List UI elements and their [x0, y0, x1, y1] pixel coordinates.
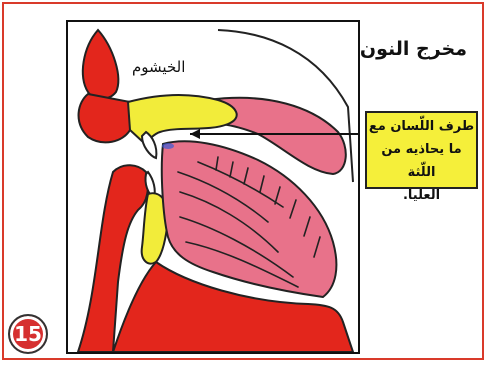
upper-lip: [79, 94, 130, 142]
diagram-panel: [66, 20, 360, 354]
callout-line: العليا.: [367, 184, 476, 207]
callout-line: طرف اللّسان مع: [367, 115, 476, 138]
callout-box: طرف اللّسان مع ما يحاذيه من اللّثة العلي…: [365, 111, 478, 189]
tongue-tip-contact: [162, 143, 174, 149]
mouth-cross-section: [68, 22, 358, 352]
page-number-badge: 15: [8, 314, 48, 354]
callout-line: ما يحاذيه من اللّثة: [367, 138, 476, 184]
page-title: مخرج النون: [360, 38, 467, 60]
nose-shape: [83, 30, 118, 99]
nasal-cavity-label: الخيشوم: [132, 58, 185, 76]
